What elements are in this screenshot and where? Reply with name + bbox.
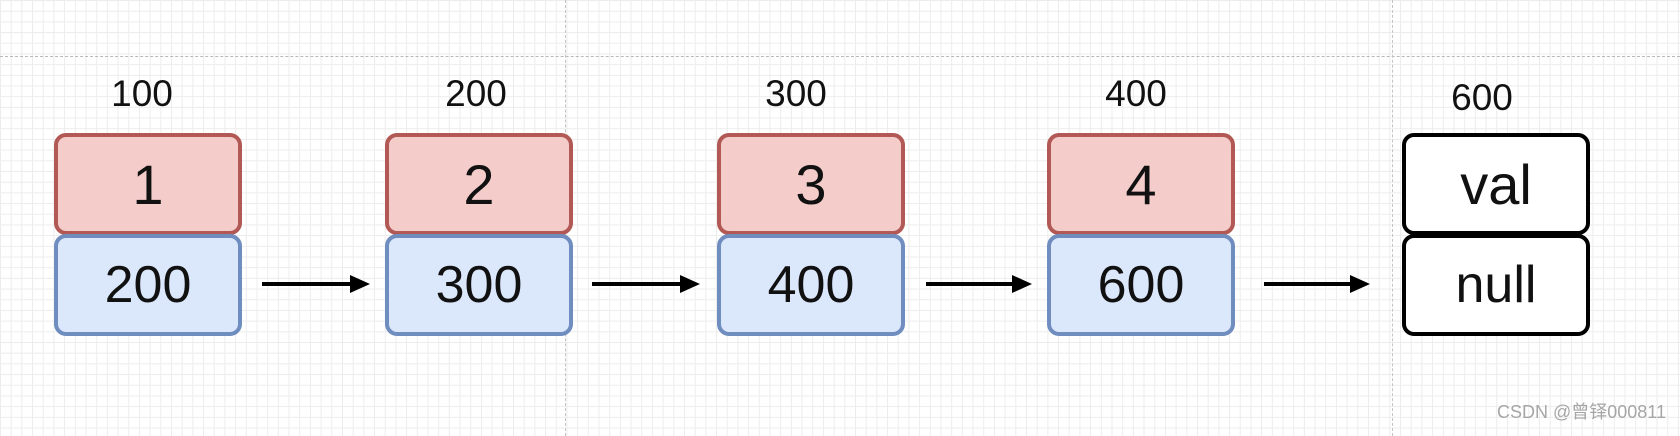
node-address: 600 (1451, 77, 1513, 118)
node-value-cell: val (1402, 133, 1590, 235)
watermark: CSDN @曾铎000811 (1496, 402, 1666, 422)
node-value-cell: 3 (717, 133, 905, 235)
node-value-cell: 1 (54, 133, 242, 235)
node-address: 100 (111, 73, 173, 114)
node-address: 300 (765, 73, 827, 114)
guide-line-horizontal (0, 56, 1680, 57)
node-address: 400 (1105, 73, 1167, 114)
node-next-cell: 600 (1047, 234, 1235, 336)
node-next-cell: 300 (385, 234, 573, 336)
arrow-right-icon (592, 275, 700, 293)
node-next-cell: 200 (54, 234, 242, 336)
arrow-right-icon (926, 275, 1032, 293)
arrow-right-icon (1264, 275, 1370, 293)
node-value-cell: 2 (385, 133, 573, 235)
node-address: 200 (445, 73, 507, 114)
node-next-cell: 400 (717, 234, 905, 336)
node-next-cell: null (1402, 234, 1590, 336)
arrow-right-icon (262, 275, 370, 293)
guide-line-vertical (1392, 0, 1393, 436)
node-value-cell: 4 (1047, 133, 1235, 235)
